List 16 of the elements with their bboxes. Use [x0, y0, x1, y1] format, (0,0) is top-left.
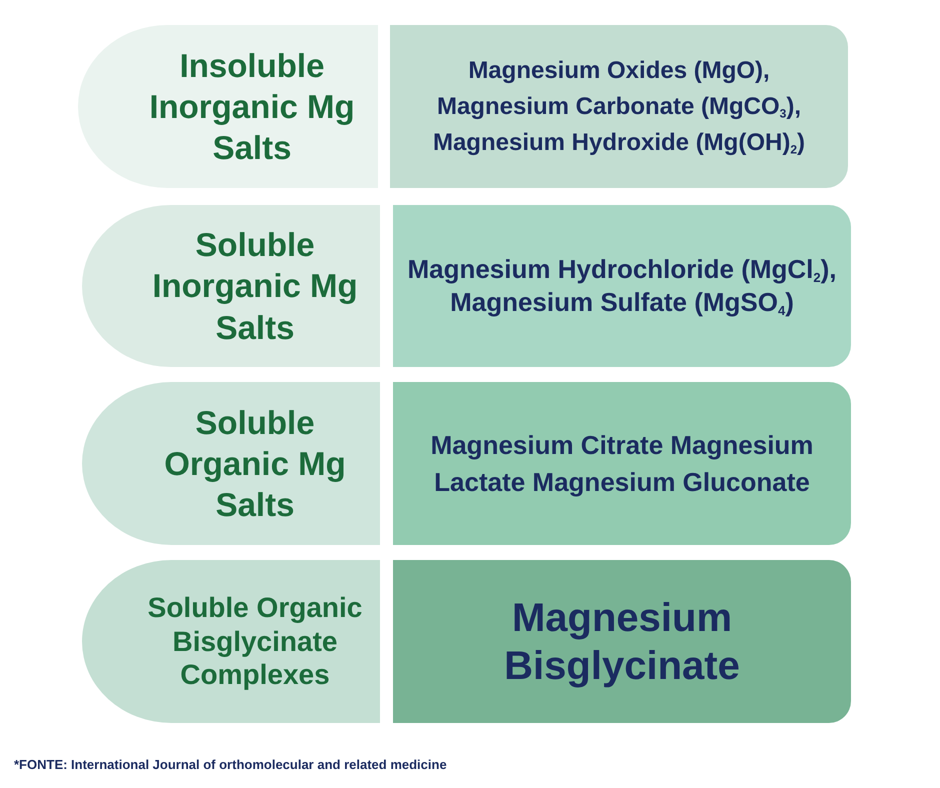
category-tab: [82, 560, 380, 723]
category-label: Insoluble Inorganic Mg Salts: [148, 46, 356, 168]
examples-panel: [390, 25, 848, 188]
examples-text: Magnesium Hydrochloride (MgCl$_{2}$), Magnesium Sulfate (MgSO$_{4}$): [406, 252, 838, 320]
examples-text: Magnesium Citrate Magnesium Lactate Magnesium Gluconate: [430, 429, 814, 498]
examples-panel: [393, 560, 851, 723]
category-tab: [82, 205, 380, 367]
source-note: *FONTE: International Journal of orthomolecular and related medicine: [14, 757, 447, 772]
examples-panel: [393, 205, 851, 367]
examples-text: Magnesium Bisglycinate: [503, 594, 741, 690]
category-label: Soluble Organic Bisglycinate Complexes: [146, 591, 364, 692]
examples-text: Magnesium Oxides (MgO), Magnesium Carbonate (MgCO$_{3}$), Magnesium Hydroxide (Mg(OH)$_{2}$): [432, 56, 806, 158]
category-label: Soluble Inorganic Mg Salts: [151, 225, 359, 348]
examples-panel: [393, 382, 851, 545]
category-label: Soluble Organic Mg Salts: [163, 402, 347, 526]
category-tab: [82, 382, 380, 545]
